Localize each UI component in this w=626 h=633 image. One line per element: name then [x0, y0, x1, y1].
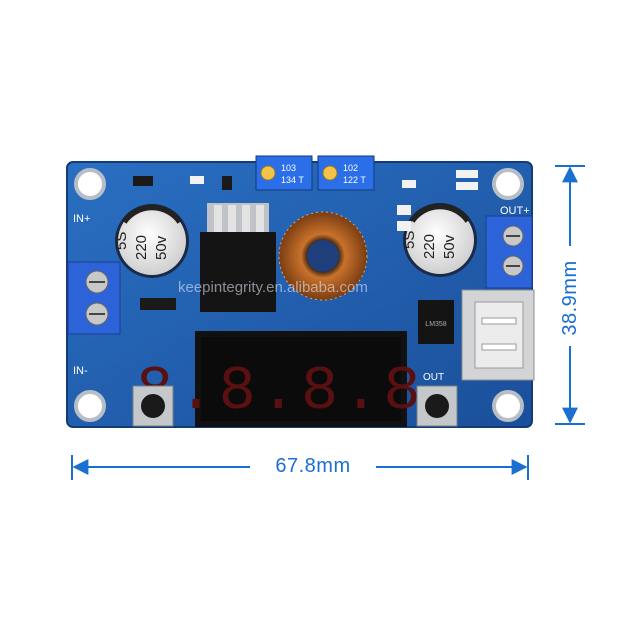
svg-text:LM358: LM358	[425, 321, 447, 328]
watermark-text: keepintegrity.en.alibaba.com	[178, 279, 368, 296]
height-dimension-label: 38.9mm	[559, 260, 581, 336]
input-terminal-block	[67, 261, 121, 335]
display-digits: 8.8.8.8.	[136, 356, 466, 427]
output-terminal-block	[485, 215, 533, 289]
capacitor-right	[403, 203, 477, 277]
height-dimension-line	[555, 165, 585, 425]
opamp-chip: LM358	[418, 300, 454, 344]
label-in-plus: IN+	[73, 213, 90, 225]
svg-text:134 T: 134 T	[281, 175, 304, 185]
label-out: OUT	[423, 372, 444, 383]
cap-right-line3: 50v	[441, 234, 458, 259]
usb-port	[461, 289, 535, 381]
cap-left-line2: 220	[133, 235, 150, 260]
regulator-ic	[200, 203, 276, 312]
width-dimension-label: 67.8mm	[275, 455, 351, 477]
cap-right-line1: 5S	[401, 231, 418, 249]
seven-segment-display	[195, 331, 407, 427]
mounting-holes	[74, 168, 524, 422]
svg-text:122 T: 122 T	[343, 175, 366, 185]
smd-components	[133, 170, 478, 310]
push-button-right	[416, 385, 458, 427]
cap-left-line1: 5S	[113, 232, 130, 250]
cap-right-line2: 220	[421, 234, 438, 259]
svg-text:102: 102	[343, 163, 358, 173]
potentiometer-cc: 102 122 T	[317, 155, 375, 191]
cap-left-line3: 50v	[153, 235, 170, 260]
width-dimension-line	[71, 455, 529, 480]
toroid-inductor	[278, 211, 368, 301]
push-button-left	[132, 385, 174, 427]
label-out-plus: OUT+	[500, 205, 530, 217]
label-in-minus: IN-	[73, 365, 88, 377]
svg-text:103: 103	[281, 163, 296, 173]
capacitor-left	[115, 204, 189, 278]
potentiometer-cv: 103 134 T	[255, 155, 313, 191]
